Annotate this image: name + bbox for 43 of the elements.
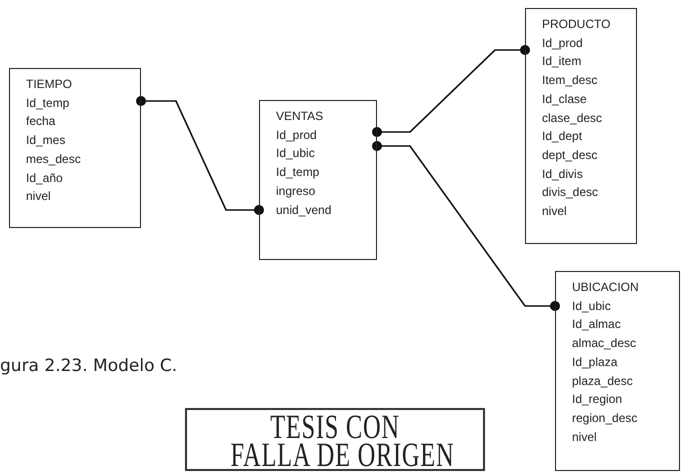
field-name: Id_temp [26, 94, 70, 112]
table-name: VENTAS [276, 108, 324, 125]
field-name: Id_item [542, 53, 582, 70]
field-name: Id_mes [26, 132, 66, 150]
field-name: nivel [572, 428, 597, 446]
relationship-line [372, 141, 560, 311]
field-name: Id_prod [542, 34, 583, 52]
field-name: nivel [542, 203, 567, 220]
field-name: Id_divis [542, 166, 583, 183]
field-name: fecha [26, 113, 56, 130]
relationship-line [372, 45, 530, 137]
field-name: Item_desc [542, 72, 598, 90]
field-name: Id_ubic [276, 145, 315, 162]
field-name: ingreso [276, 182, 316, 200]
field-name: almac_desc [572, 335, 636, 352]
field-name: divis_desc [542, 184, 598, 202]
table-name: TIEMPO [26, 76, 72, 93]
relationship-line [136, 96, 264, 215]
table-box [259, 100, 377, 260]
field-name: mes_desc [26, 150, 81, 168]
field-name: Id_almac [572, 316, 621, 334]
field-name: dept_desc [542, 146, 598, 164]
field-name: nivel [26, 188, 51, 206]
field-name: plaza_desc [572, 372, 633, 390]
field-name: region_desc [572, 410, 638, 427]
field-name: unid_vend [276, 202, 332, 219]
stamp-text: FALLA DE ORIGEN [230, 438, 454, 473]
table-box [525, 8, 637, 244]
figure-caption: gura 2.23. Modelo C. [0, 356, 178, 376]
field-name: Id_clase [542, 90, 587, 108]
field-name: clase_desc [542, 110, 602, 127]
stamp-box [185, 408, 485, 471]
field-name: Id_prod [276, 126, 317, 144]
table-name: PRODUCTO [542, 16, 610, 33]
table-box [555, 271, 680, 471]
field-name: Id_ubic [572, 298, 611, 315]
field-name: Id_plaza [572, 354, 618, 371]
field-name: Id_año [26, 170, 63, 187]
field-name: Id_temp [276, 164, 320, 182]
field-name: Id_dept [542, 128, 582, 146]
table-name: UBICACION [572, 279, 639, 296]
table-box [9, 68, 141, 228]
field-name: Id_region [572, 391, 622, 408]
